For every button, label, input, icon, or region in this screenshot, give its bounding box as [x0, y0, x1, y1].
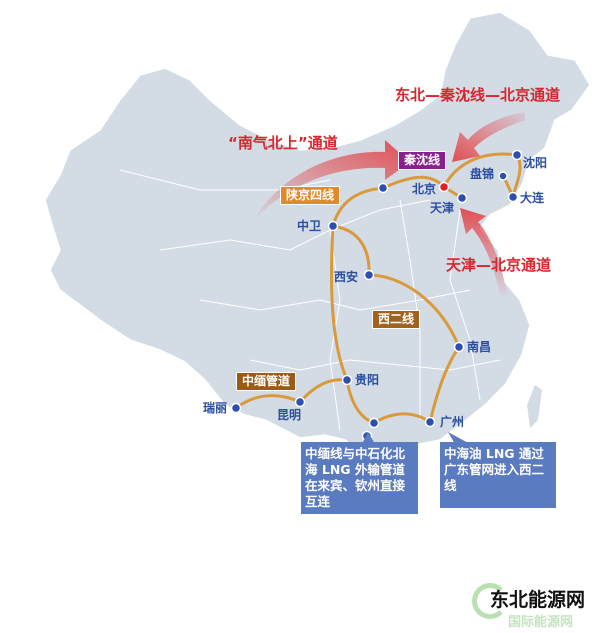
- city-dots: [230, 149, 523, 442]
- tianjin-arrow: [460, 208, 508, 295]
- west-east2-tag: 西二线: [372, 310, 421, 329]
- tianjin-channel-label: 天津—北京通道: [446, 256, 552, 274]
- shaanjing-dot: [377, 182, 389, 194]
- city-beijing: 北京: [412, 182, 437, 196]
- zhongwei-dot: [327, 220, 339, 232]
- city-dalian: 大连: [520, 191, 545, 205]
- qinshen-tag: 秦沈线: [398, 151, 447, 170]
- city-xian: 西安: [334, 270, 359, 284]
- city-kunming: 昆明: [277, 408, 302, 422]
- south-north-arrow: [255, 140, 410, 218]
- beihai-note-box: 中缅线与中石化北海 LNG 外输管道在来宾、钦州直接互连: [301, 442, 418, 514]
- northeast-arrow: [452, 112, 525, 162]
- beihai-pointer: [362, 432, 375, 444]
- city-zhongwei: 中卫: [297, 219, 322, 233]
- kunming-dot: [294, 396, 306, 408]
- watermark-main: 东北能源网: [490, 589, 586, 611]
- shenyang-dot: [511, 149, 523, 161]
- shaanjing4-tag: 陕京四线: [280, 186, 341, 205]
- guangzhou-dot: [424, 416, 436, 428]
- city-tianjin: 天津: [430, 201, 455, 215]
- south-north-channel-label: “南气北上”通道: [228, 134, 338, 152]
- province-borders: [119, 169, 501, 431]
- dalian-dot: [507, 191, 519, 203]
- cnooc-note-box: 中海油 LNG 通过广东管网进入西二线: [440, 442, 556, 508]
- city-shenyang: 沈阳: [523, 156, 548, 170]
- qinzhou-dot: [368, 417, 380, 429]
- northeast-channel-label: 东北—秦沈线—北京通道: [395, 86, 561, 104]
- china-myanmar-tag: 中缅管道: [236, 372, 297, 391]
- city-nanchang: 南昌: [467, 340, 492, 354]
- watermark-sub: 国际能源网: [508, 615, 574, 630]
- city-guangzhou: 广州: [440, 415, 465, 429]
- xian-dot: [363, 269, 375, 281]
- watermark-logo: [472, 583, 508, 619]
- city-ruili: 瑞丽: [203, 401, 228, 415]
- city-guiyang: 贵阳: [355, 373, 380, 387]
- cnooc-pointer: [448, 432, 470, 444]
- beijing-dot: [438, 181, 450, 193]
- guiyang-dot: [341, 374, 353, 386]
- city-panjin: 盘锦: [470, 167, 495, 181]
- panjin-dot: [498, 171, 508, 181]
- taiwan: [527, 385, 542, 428]
- ruili-dot: [230, 402, 242, 414]
- china-landmass: [44, 11, 591, 463]
- tianjin-dot: [456, 192, 468, 204]
- nanchang-dot: [453, 341, 465, 353]
